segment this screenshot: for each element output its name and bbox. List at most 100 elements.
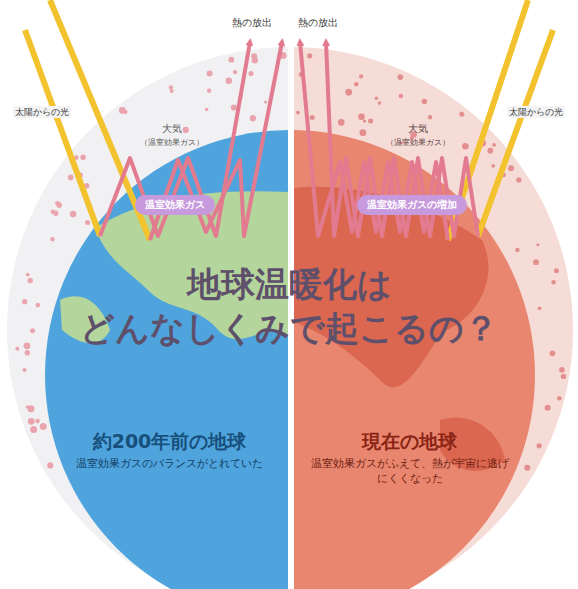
- gas-dot: [459, 112, 464, 117]
- gas-dot: [26, 405, 29, 408]
- gas-dot: [422, 99, 428, 105]
- heat-paths: [100, 42, 478, 240]
- gas-dot: [231, 104, 237, 110]
- gas-dot: [307, 53, 312, 58]
- gas-dot: [358, 113, 365, 120]
- gas-dot: [51, 210, 55, 214]
- gas-dot: [207, 71, 213, 77]
- atmosphere-note: （温室効果ガス）: [140, 137, 204, 148]
- gas-dot: [56, 202, 62, 208]
- sun-rays: [25, 0, 553, 240]
- gas-dot: [50, 237, 54, 241]
- gas-dot: [23, 368, 27, 372]
- gas-dot: [226, 78, 233, 85]
- node-body: 温室効果ガスがふえて、熱が宇宙に逃げにくくなった: [306, 456, 513, 486]
- gas-dot: [25, 350, 30, 355]
- label-box: 熱の放出: [232, 16, 272, 29]
- gas-dot: [338, 119, 345, 126]
- heat-label: 熱の放出: [232, 16, 272, 29]
- gas-dot: [228, 57, 234, 63]
- gas-dot: [85, 220, 90, 225]
- gas-dot: [296, 111, 300, 115]
- gas-dot: [557, 396, 562, 401]
- gas-dot: [533, 259, 539, 265]
- gas-dot: [35, 419, 40, 424]
- node-heading: 温室効果ガスの増加: [367, 198, 457, 212]
- gas-dot: [24, 342, 31, 349]
- gas-dot: [345, 89, 352, 96]
- gas-dot: [397, 74, 403, 80]
- gas-dot: [551, 280, 556, 285]
- label-box: 太陽からの光: [507, 106, 565, 118]
- earth-region: 約200年前の地球温室効果ガスのバランスがとれていた: [62, 425, 277, 475]
- gas-dot: [363, 119, 366, 122]
- gas-dot: [251, 53, 257, 59]
- gas-dot: [537, 443, 542, 448]
- earth-region: 現在の地球温室効果ガスがふえて、熱が宇宙に逃げにくくなった: [302, 425, 517, 490]
- heat-arrow: [100, 42, 250, 236]
- atmosphere-label: 大気: [408, 122, 428, 135]
- gas-dot: [515, 248, 519, 252]
- sun-label: 太陽からの光: [13, 106, 71, 118]
- gas-dot: [538, 306, 542, 310]
- gas-dot: [561, 374, 566, 379]
- gas-dot: [310, 115, 315, 120]
- atmosphere-note: （温室効果ガス）: [386, 137, 450, 148]
- sun-ray: [25, 30, 100, 236]
- gas-dot: [205, 108, 209, 112]
- gas-dot: [250, 115, 256, 121]
- gas-dot: [508, 165, 514, 171]
- gas-dot: [536, 243, 539, 246]
- gas-dot: [207, 89, 211, 93]
- gas-dot: [375, 97, 378, 100]
- gas-dot: [47, 462, 53, 468]
- gas-dot: [399, 94, 404, 99]
- gas-dot: [368, 119, 373, 124]
- gas-dot: [492, 143, 496, 147]
- gas-pill: 温室効果ガスの増加: [357, 195, 467, 215]
- old-earth: [7, 47, 288, 589]
- node-body: 温室効果ガスのバランスがとれていた: [66, 456, 273, 471]
- gas-dot: [28, 418, 35, 425]
- gas-dot: [524, 465, 530, 471]
- gas-dot: [516, 177, 521, 182]
- gas-dot: [487, 148, 493, 154]
- gas-dot: [462, 143, 469, 150]
- sun-label: 太陽からの光: [507, 106, 565, 118]
- gas-dot: [80, 154, 86, 160]
- node-heading: 約200年前の地球: [66, 429, 273, 453]
- gas-dot: [554, 268, 559, 273]
- gas-dot: [15, 347, 19, 351]
- gas-pill: 温室効果ガス: [135, 195, 215, 215]
- gas-dot: [36, 303, 41, 308]
- gas-dot: [360, 129, 367, 136]
- gas-dot: [40, 423, 47, 430]
- gas-dot: [378, 101, 382, 105]
- gas-dot: [70, 211, 77, 218]
- gas-dot: [28, 278, 33, 283]
- current-earth: [294, 47, 573, 589]
- gas-dot: [354, 82, 358, 86]
- gas-dot: [170, 89, 174, 93]
- gas-dot: [559, 367, 565, 373]
- node-heading: 温室効果ガス: [145, 198, 205, 212]
- label-box: （温室効果ガス）: [386, 137, 450, 148]
- gas-dot: [545, 405, 551, 411]
- title-box: 地球温暖化は どんなしくみで起こるの？: [59, 262, 519, 350]
- heat-label: 熱の放出: [298, 16, 338, 29]
- label-box: 大気: [162, 122, 182, 135]
- gas-dot: [30, 426, 37, 433]
- atmosphere-label: 大気: [162, 122, 182, 135]
- gas-dot: [264, 100, 267, 103]
- label-box: 熱の放出: [298, 16, 338, 29]
- gas-dot: [491, 164, 495, 168]
- gas-dot: [119, 107, 126, 114]
- gas-dot: [359, 74, 363, 78]
- gas-dot: [22, 299, 27, 304]
- sun-ray: [478, 30, 553, 236]
- gas-dot: [26, 273, 30, 277]
- label-box: 大気: [408, 122, 428, 135]
- gas-dot: [248, 71, 253, 76]
- node-heading: 現在の地球: [306, 429, 513, 453]
